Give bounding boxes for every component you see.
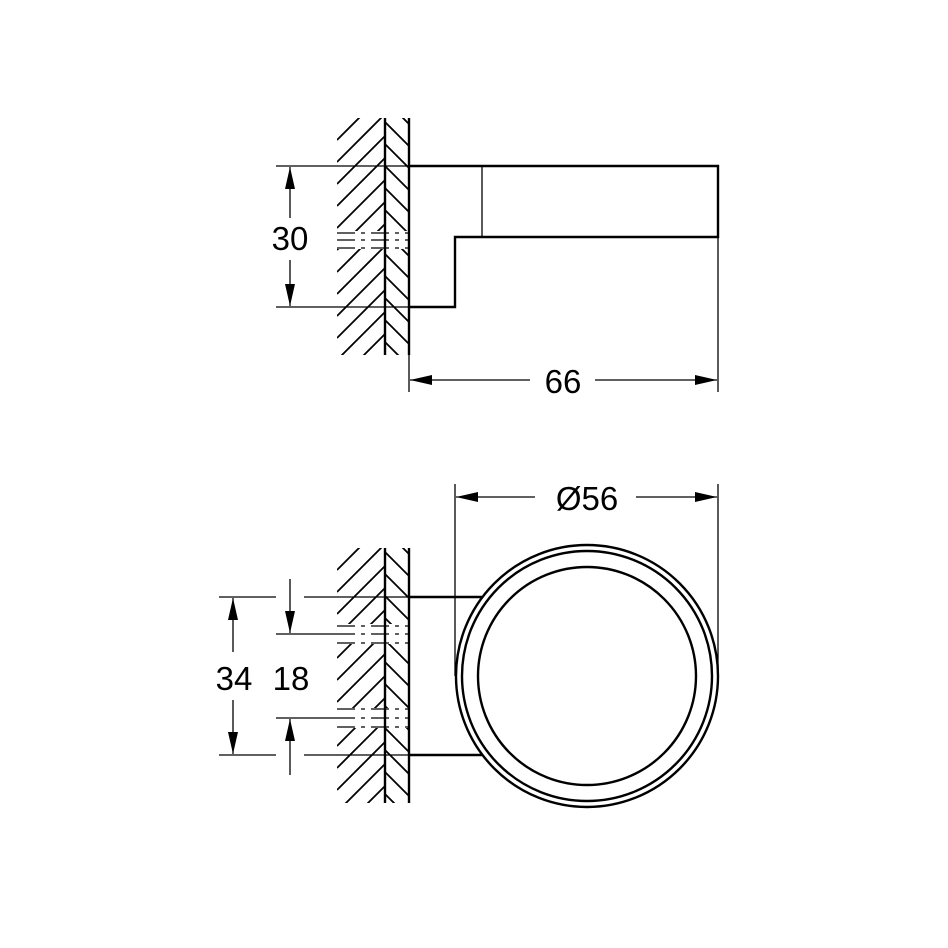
wall-section-top <box>337 118 411 355</box>
dimension-label-34: 34 <box>216 660 253 697</box>
ring-outer-edge <box>454 543 720 809</box>
dimension-label-66: 66 <box>545 363 582 400</box>
dimension-18: 18 <box>273 579 337 775</box>
dimension-diameter-56: Ø56 <box>454 480 719 676</box>
wall-hatch-left <box>337 548 385 803</box>
dimension-label-18: 18 <box>273 660 310 697</box>
holder-outline <box>409 164 720 309</box>
dimension-66: 66 <box>408 166 719 400</box>
ring-holder <box>454 543 720 809</box>
wall-section-bottom <box>337 548 411 803</box>
ring-middle-edge <box>460 549 714 803</box>
top-view: 30 66 <box>272 118 720 400</box>
wall-hatch-right <box>385 548 409 803</box>
bottom-view: Ø56 34 18 <box>216 480 720 809</box>
dimension-label-diameter-56: Ø56 <box>556 480 618 517</box>
ring-inner-edge <box>476 565 698 787</box>
dimension-34: 34 <box>216 596 409 756</box>
dimension-30: 30 <box>272 165 409 308</box>
holder-side-outline <box>409 164 720 309</box>
dimension-label-30: 30 <box>272 220 309 257</box>
